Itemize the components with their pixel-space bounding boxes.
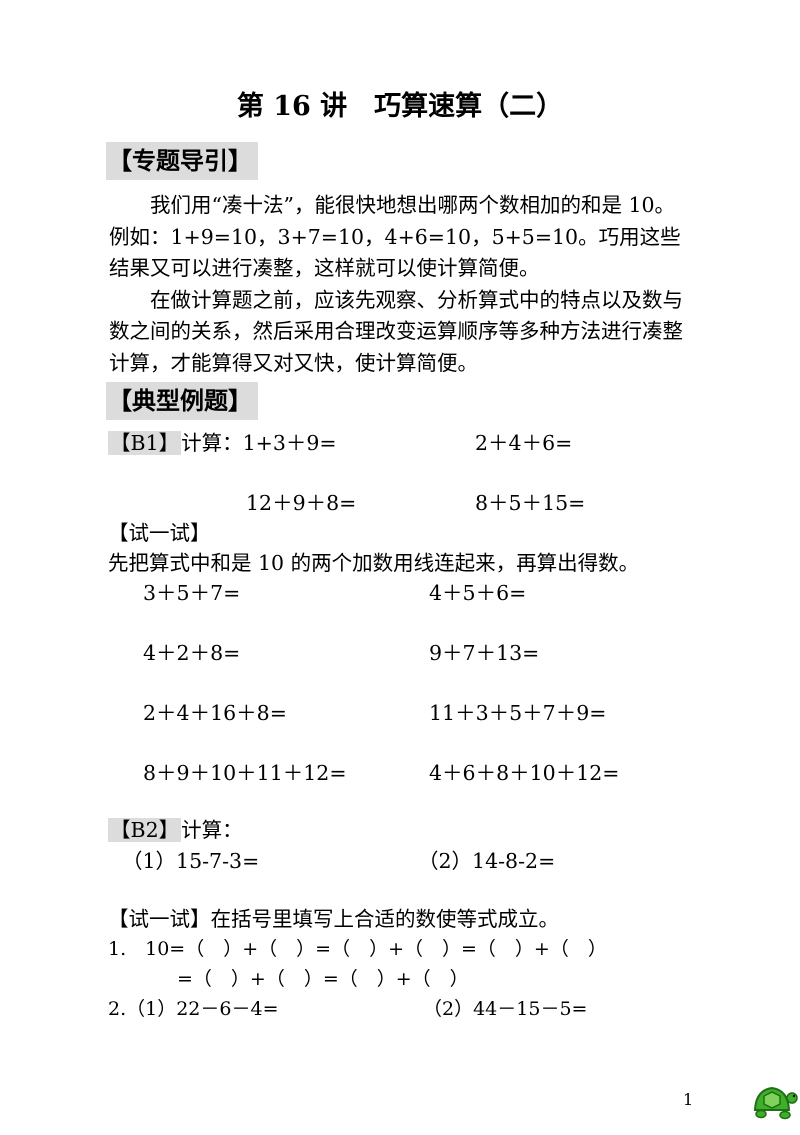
example-b2-label: 计算： — [181, 818, 243, 842]
fill-in-line-2: =（ ）+（ ）=（ ）+（ ） — [177, 968, 469, 990]
try-instruction-2: 在括号里填写上合适的数使等式成立。 — [210, 907, 560, 931]
intro-paragraph-1: 我们用“凑十法”，能很快地想出哪两个数相加的和是 10。例如：1+9=10，3+… — [109, 193, 681, 280]
expression: （2）14-8-2= — [418, 849, 556, 873]
intro-text: 我们用“凑十法”，能很快地想出哪两个数相加的和是 10。例如：1+9=10，3+… — [109, 190, 694, 379]
expression: 1+3＋9= — [242, 431, 337, 455]
exercise-item: 9＋7＋13= — [429, 641, 540, 665]
expression: （1）15-7-3= — [122, 849, 260, 873]
page-number: 1 — [683, 1090, 694, 1109]
fill-in-line-1: 1. 10=（ ）+（ ）=（ ）+（ ）=（ ）+（ ） — [108, 938, 607, 960]
exercise-item: 4＋5＋6= — [429, 581, 527, 605]
expression: 8＋5＋15= — [475, 491, 586, 515]
section-heading-examples: 【典型例题】 — [106, 382, 258, 420]
exercise-item: 4＋6＋8＋10＋12= — [429, 761, 620, 785]
example-tag-b1: 【B1】 — [108, 431, 182, 455]
expression: 12＋9＋8= — [246, 491, 357, 515]
try-instruction-1: 先把算式中和是 10 的两个加数用线连起来，再算出得数。 — [108, 551, 640, 575]
exercise-item: 8＋9＋10＋11＋12= — [143, 761, 347, 785]
page-title: 第 16 讲 巧算速算（二） — [236, 91, 564, 122]
try-heading-2: 【试一试】 — [108, 907, 211, 931]
fill-in-line-3a: 2.（1）22－6－4= — [108, 998, 279, 1020]
example-b2-row: 【B2】计算： — [108, 815, 243, 845]
example-b1-label: 计算： — [181, 431, 243, 455]
try-heading-1: 【试一试】 — [108, 521, 211, 545]
expression: 2＋4＋6= — [475, 431, 573, 455]
intro-paragraph-2: 在做计算题之前，应该先观察、分析算式中的特点以及数与数之间的关系，然后采用合理改… — [109, 287, 683, 375]
try-row-2: 【试一试】在括号里填写上合适的数使等式成立。 — [108, 904, 559, 934]
example-tag-b2: 【B2】 — [108, 818, 182, 842]
section-heading-intro: 【专题导引】 — [106, 142, 258, 180]
exercise-item: 3＋5＋7= — [143, 581, 241, 605]
exercise-item: 11＋3＋5＋7＋9= — [429, 701, 607, 725]
exercise-item: 2＋4＋16＋8= — [143, 701, 287, 725]
example-b1-row1: 【B1】计算：1+3＋9= — [108, 428, 337, 458]
exercise-item: 4＋2＋8= — [143, 641, 241, 665]
turtle-icon — [752, 1082, 798, 1120]
fill-in-line-3b: （2）44－15－5= — [423, 998, 588, 1020]
